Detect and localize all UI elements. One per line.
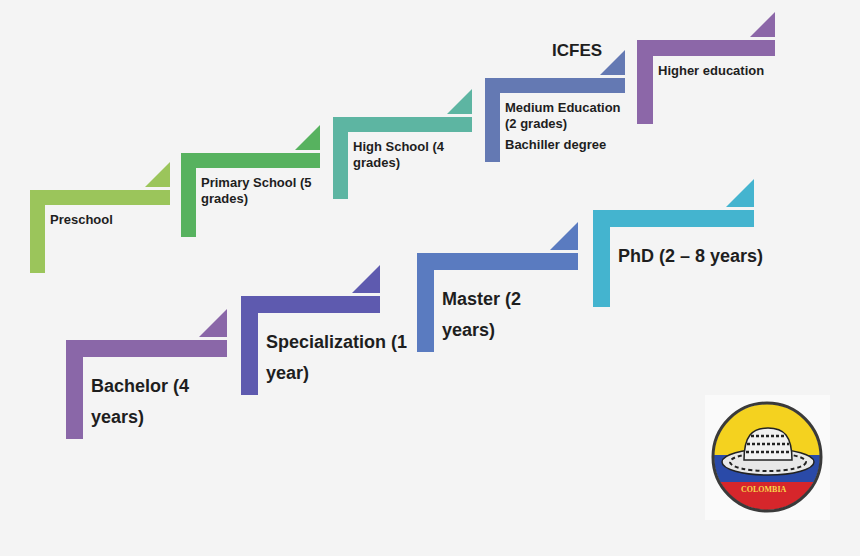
step-text: Bachiller degree	[505, 137, 623, 153]
step-triangle	[600, 50, 625, 75]
step-text: Bachelor (4 years)	[91, 371, 221, 432]
exam-label: ICFES	[552, 41, 602, 61]
logo-ring	[713, 403, 821, 511]
step-text: Medium Education (2 grades)	[505, 100, 623, 131]
step-shape	[637, 40, 775, 124]
education-step: High School (4 grades)	[333, 117, 472, 199]
logo-text: COLOMBIA	[741, 485, 786, 494]
step-triangle	[447, 89, 472, 114]
step-triangle	[750, 12, 775, 37]
education-step: Primary School (5 grades)	[181, 153, 320, 237]
step-text: Master (2 years)	[442, 284, 552, 345]
education-step: Master (2 years)	[417, 253, 578, 352]
step-triangle	[550, 222, 578, 250]
education-step: Specialization (1 year)	[241, 296, 380, 395]
education-step: Medium Education (2 grades) Bachiller deg…	[485, 78, 625, 162]
step-triangle	[199, 309, 227, 337]
step-triangle	[726, 179, 754, 207]
step-text: High School (4 grades)	[353, 139, 471, 170]
step-triangle	[145, 162, 170, 187]
step-text: Preschool	[50, 212, 165, 228]
step-triangle	[295, 125, 320, 150]
education-step: Preschool	[30, 190, 170, 273]
step-text: Primary School (5 grades)	[201, 175, 319, 206]
step-text: PhD (2 – 8 years)	[618, 241, 768, 272]
flag-circle	[710, 400, 830, 522]
education-step: Higher education	[637, 40, 775, 124]
step-text: Higher education	[658, 63, 778, 79]
step-text: Specialization (1 year)	[266, 327, 416, 388]
education-step: Bachelor (4 years)	[66, 340, 227, 439]
education-step: PhD (2 – 8 years)	[593, 210, 754, 307]
step-shape	[30, 190, 170, 273]
sombrero-icon	[722, 428, 814, 475]
step-triangle	[352, 265, 380, 293]
